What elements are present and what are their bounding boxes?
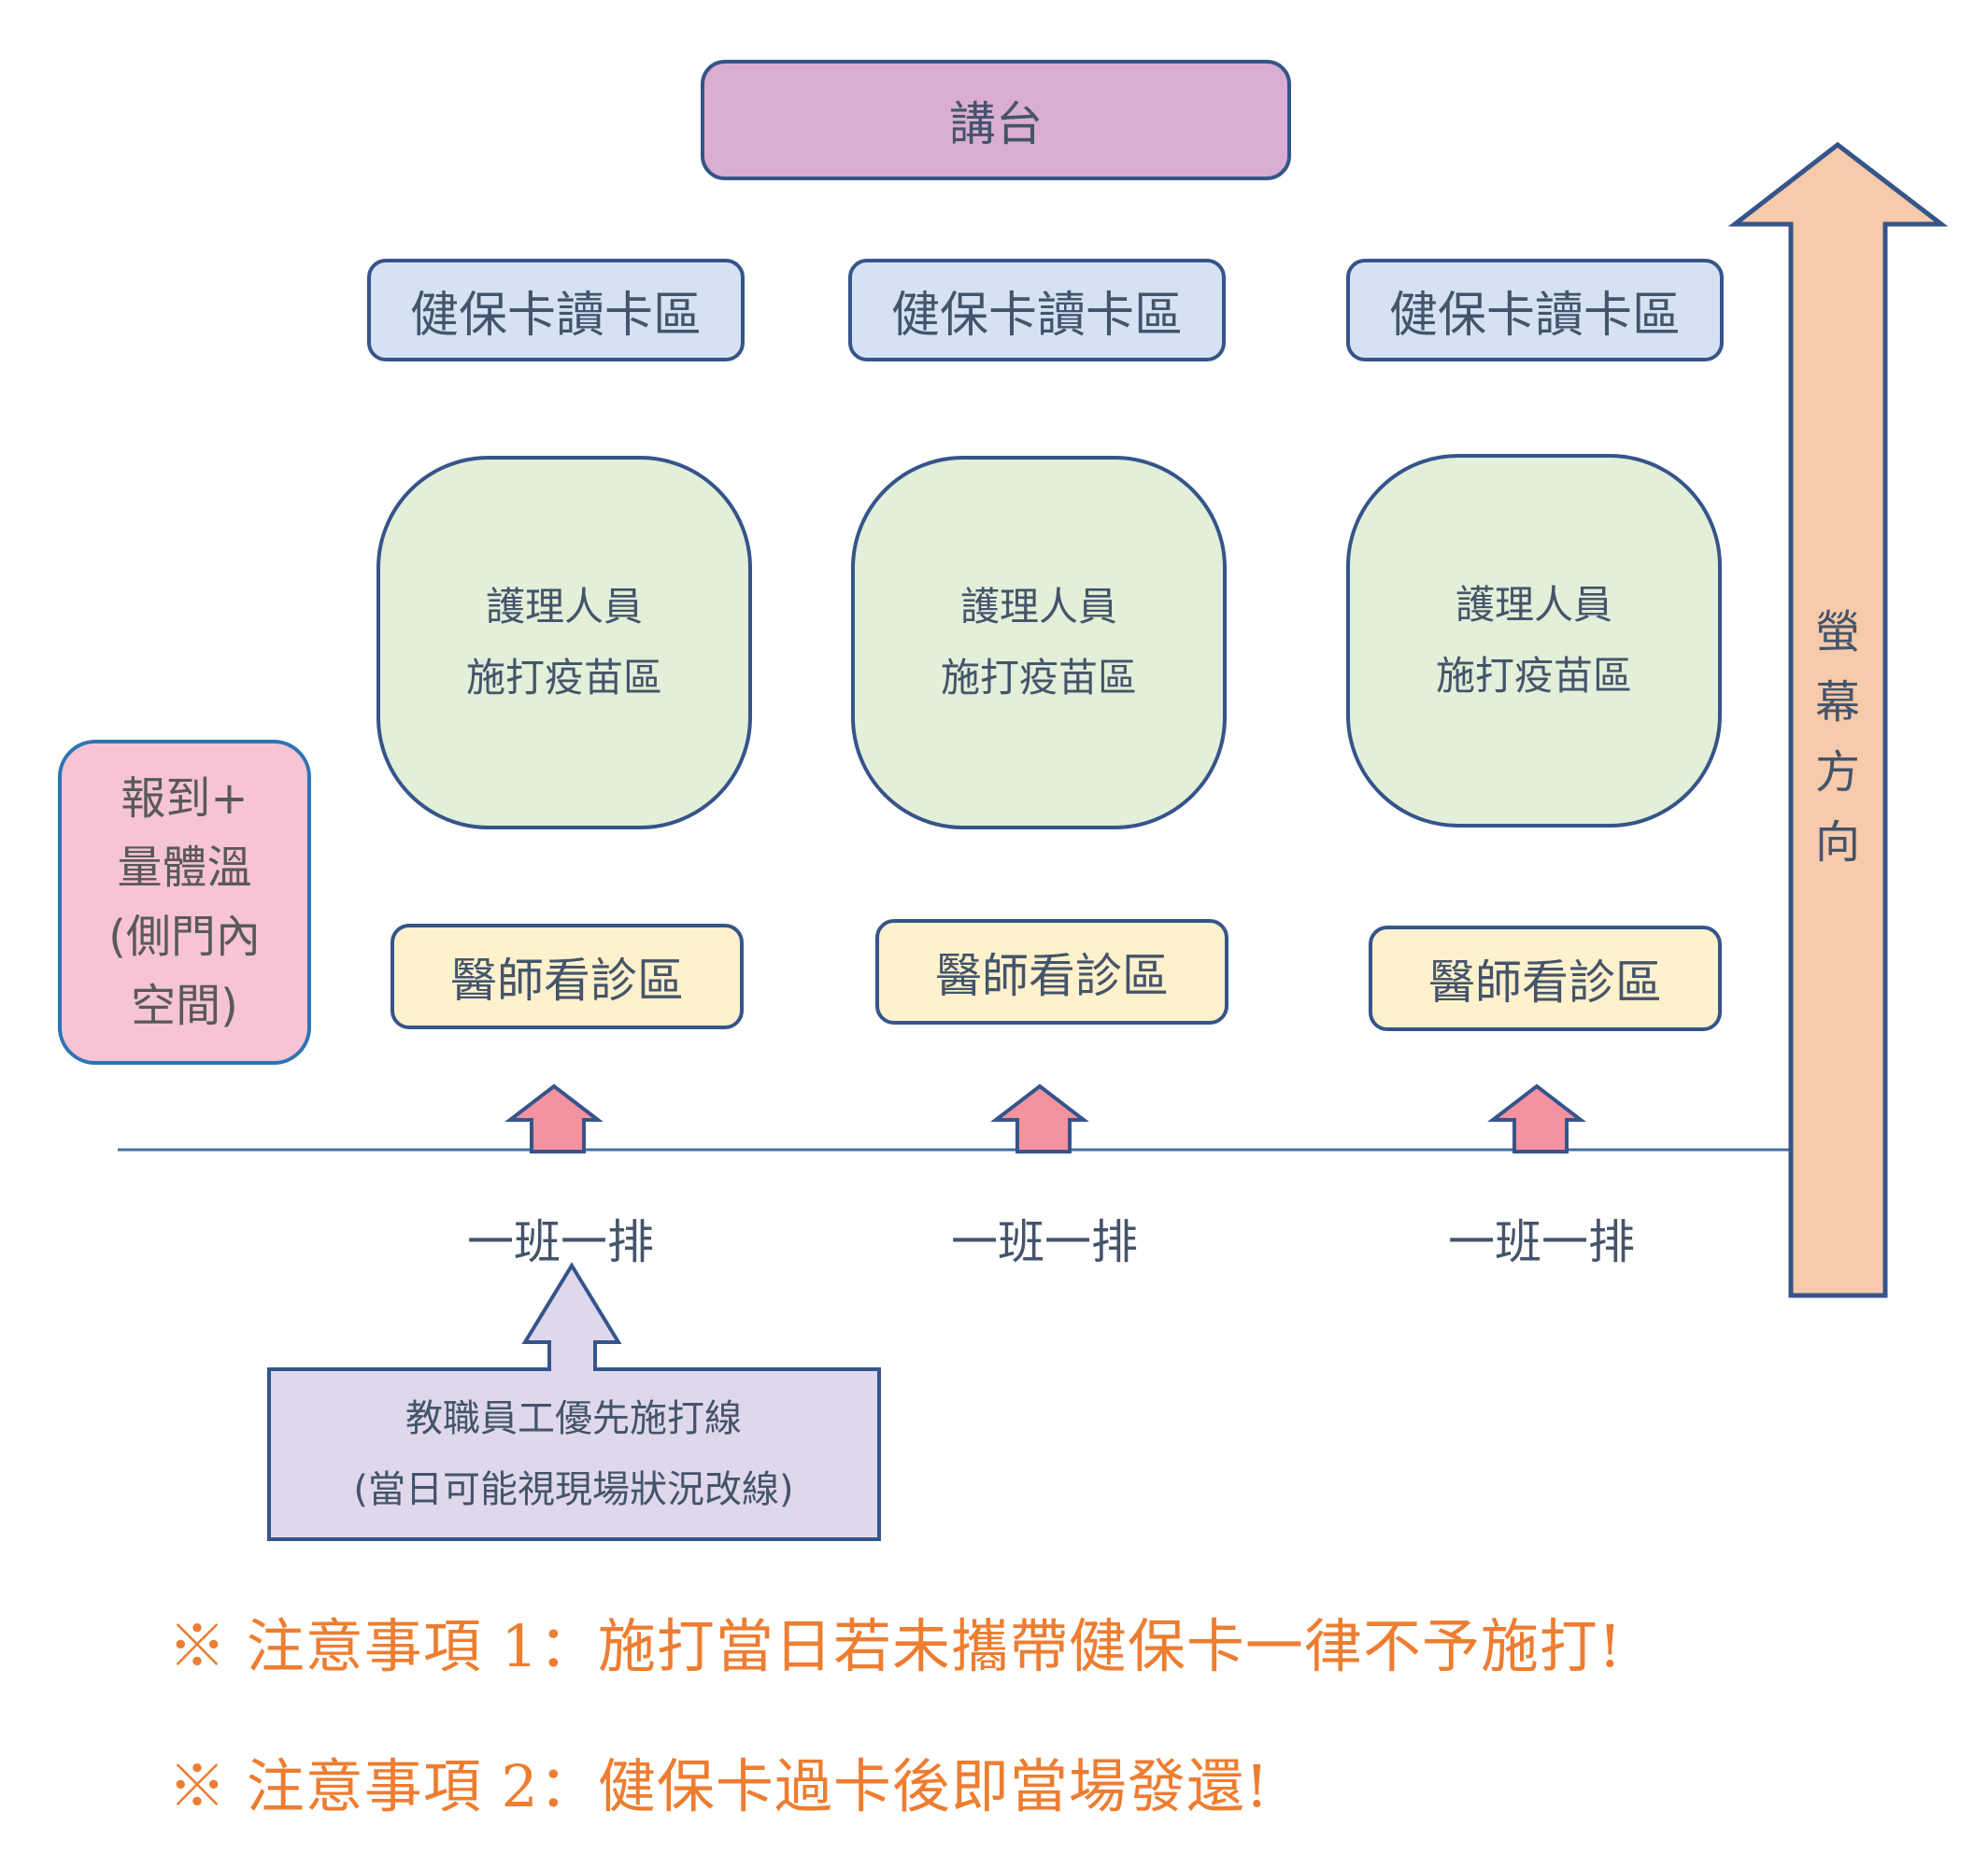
doctor-consult-zone-1: 醫師看診區	[390, 924, 744, 1029]
card-reader-zone-2: 健保卡讀卡區	[848, 259, 1226, 361]
vaccination-label-line2: 施打疫苗區	[1435, 653, 1632, 699]
vaccination-label-line2: 施打疫苗區	[940, 655, 1137, 700]
checkin-line: (側門內	[108, 911, 261, 963]
priority-lane-text: 教職員工優先施打線 (當日可能視現場狀況改線)	[268, 1368, 879, 1539]
vaccination-zone-1: 護理人員 施打疫苗區	[376, 456, 752, 829]
flow-arrow-up-icon	[990, 1083, 1089, 1153]
lectern-box: 講台	[701, 60, 1291, 180]
row-label-1: 一班一排	[467, 1215, 654, 1269]
screen-direction-arrow-icon	[1727, 141, 1949, 1298]
priority-lane-title: 教職員工優先施打線	[405, 1396, 742, 1440]
doctor-label: 醫師看診區	[935, 948, 1169, 1003]
doctor-label: 醫師看診區	[450, 953, 684, 1008]
card-reader-label: 健保卡讀卡區	[890, 287, 1183, 344]
priority-lane-callout	[267, 1262, 881, 1541]
row-label-2: 一班一排	[951, 1215, 1138, 1269]
screen-direction-char: 向	[1814, 816, 1860, 869]
vaccination-label-line1: 護理人員	[959, 584, 1117, 630]
card-reader-zone-3: 健保卡讀卡區	[1346, 259, 1724, 361]
card-reader-zone-1: 健保卡讀卡區	[367, 259, 745, 361]
note-1: ※ 注意事項 1：施打當日若未攜帶健保卡一律不予施打!	[168, 1612, 1623, 1680]
doctor-consult-zone-2: 醫師看診區	[875, 919, 1228, 1025]
vaccination-label-line1: 護理人員	[1455, 582, 1612, 628]
checkin-line: 報到+	[121, 772, 248, 825]
lectern-label: 講台	[949, 96, 1043, 151]
card-reader-label: 健保卡讀卡區	[1388, 287, 1681, 344]
checkin-line: 空間)	[131, 980, 238, 1032]
doctor-label: 醫師看診區	[1428, 955, 1662, 1010]
vaccination-label-line1: 護理人員	[485, 584, 643, 630]
priority-lane-subtitle: (當日可能視現場狀況改線)	[353, 1467, 794, 1511]
screen-direction-char: 方	[1814, 746, 1860, 799]
screen-direction-char: 幕	[1814, 676, 1860, 729]
vaccination-zone-2: 護理人員 施打疫苗區	[851, 456, 1227, 829]
flow-arrow-up-icon	[1487, 1083, 1586, 1153]
note-2: ※ 注意事項 2：健保卡過卡後即當場發還!	[168, 1752, 1270, 1820]
card-reader-label: 健保卡讀卡區	[409, 287, 702, 344]
screen-direction-char: 螢	[1814, 606, 1860, 658]
checkin-line: 量體溫	[117, 842, 252, 894]
doctor-consult-zone-3: 醫師看診區	[1369, 926, 1722, 1031]
checkin-temperature-zone: 報到+ 量體溫 (側門內 空間)	[58, 740, 311, 1065]
flow-arrow-up-icon	[504, 1083, 604, 1153]
row-label-3: 一班一排	[1448, 1215, 1635, 1269]
vaccination-label-line2: 施打疫苗區	[465, 655, 662, 700]
vaccination-zone-3: 護理人員 施打疫苗區	[1346, 454, 1722, 828]
screen-direction-label: 螢 幕 方 向	[1794, 598, 1882, 878]
